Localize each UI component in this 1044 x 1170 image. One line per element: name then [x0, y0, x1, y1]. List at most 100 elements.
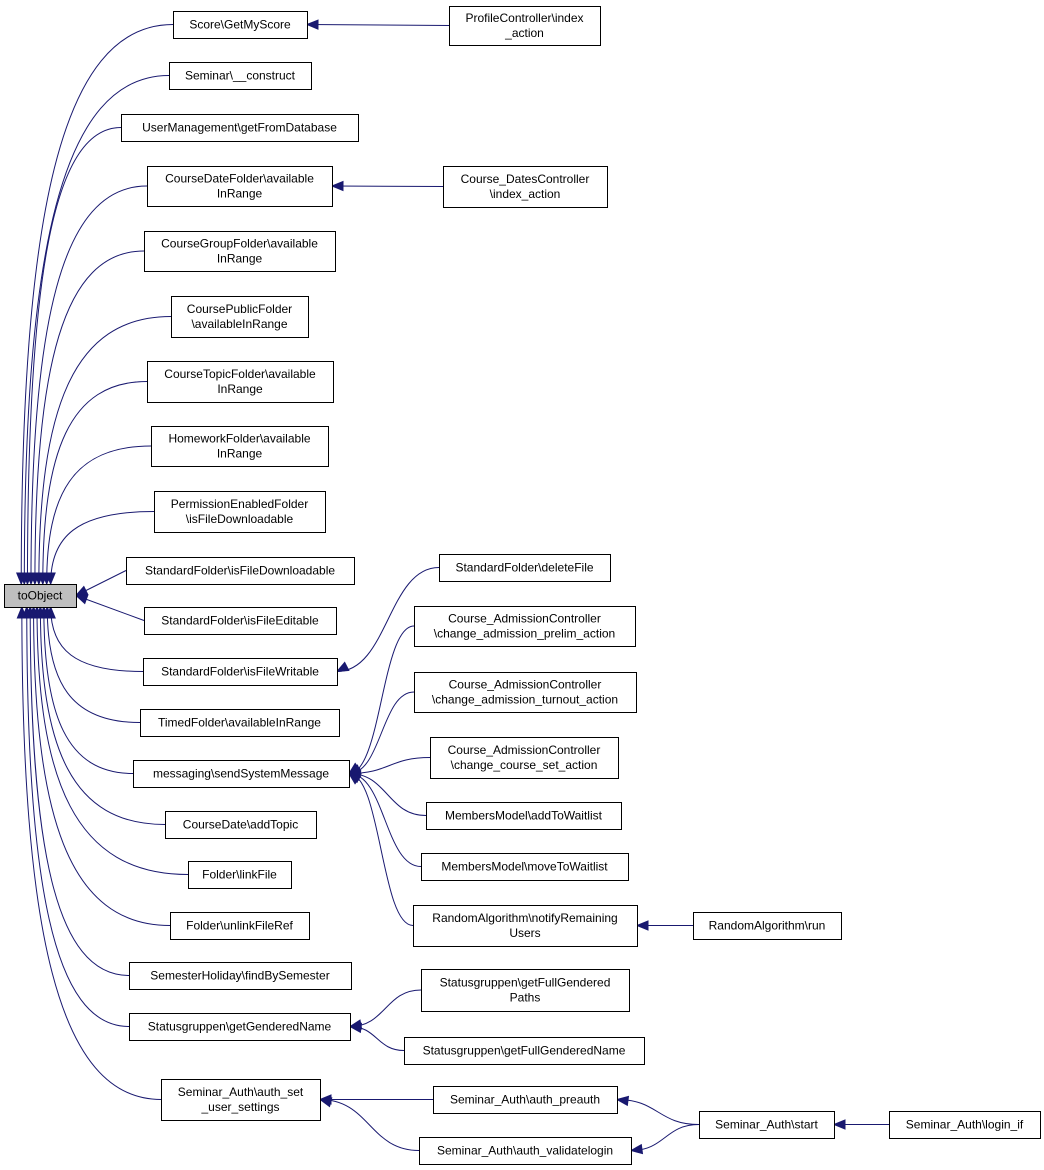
node-label-line: CourseDate\addTopic	[183, 818, 298, 832]
node-loginIf[interactable]: Seminar_Auth\login_if	[889, 1111, 1041, 1139]
edge-courseDateFolder-to-toObject	[25, 185, 148, 586]
node-label-line: Course_AdmissionController	[448, 743, 601, 757]
node-courseGroupFolder[interactable]: CourseGroupFolder\availableInRange	[144, 231, 336, 272]
node-toObject[interactable]: toObject	[4, 584, 77, 608]
node-label-line: StandardFolder\deleteFile	[455, 561, 593, 575]
node-label-line: \availableInRange	[191, 317, 287, 331]
node-statusGendered[interactable]: Statusgruppen\getGenderedName	[129, 1013, 351, 1041]
node-label-line: Statusgruppen\getFullGendered	[440, 976, 611, 990]
node-label-line: CourseDateFolder\available	[165, 172, 314, 186]
node-label-line: InRange	[217, 382, 263, 396]
node-label-line: UserManagement\getFromDatabase	[142, 121, 337, 135]
edge-profileIndex-to-getMyScore	[305, 19, 450, 30]
node-label-line: Seminar_Auth\login_if	[906, 1118, 1024, 1132]
edge-courseDatesCtrl-to-courseDateFolder	[330, 180, 444, 192]
node-label-line: \change_admission_turnout_action	[432, 693, 618, 707]
edge-authPreauth-to-authSetUser	[318, 1094, 433, 1105]
node-label-line: StandardFolder\isFileWritable	[161, 665, 319, 679]
edge-coursePublicFolder-to-toObject	[33, 316, 172, 586]
edge-seminarConstruct-to-toObject	[19, 75, 170, 586]
node-label-line: CoursePublicFolder	[187, 302, 292, 316]
node-membersAdd[interactable]: MembersModel\addToWaitlist	[426, 802, 622, 830]
node-label-line: StandardFolder\isFileDownloadable	[145, 564, 335, 578]
node-label-line: CourseGroupFolder\available	[161, 237, 318, 251]
node-label-line: _user_settings	[200, 1100, 279, 1114]
node-homeworkFolder[interactable]: HomeworkFolder\availableInRange	[151, 426, 329, 467]
node-label-line: ProfileController\index	[465, 11, 583, 25]
node-label-line: Folder\unlinkFileRef	[186, 919, 293, 933]
node-courseDatesCtrl[interactable]: Course_DatesController\index_action	[443, 166, 608, 208]
node-label-line: \isFileDownloadable	[186, 512, 294, 526]
edge-randomNotify-to-sendSystemMessage	[347, 772, 414, 926]
node-label-line: InRange	[217, 447, 263, 461]
node-admPrelim[interactable]: Course_AdmissionController\change_admiss…	[414, 606, 636, 647]
node-authSetUser[interactable]: Seminar_Auth\auth_set_user_settings	[161, 1079, 321, 1121]
node-label-line: InRange	[217, 252, 263, 266]
edge-authStart-to-authValidate	[629, 1124, 700, 1155]
node-admCourseSet[interactable]: Course_AdmissionController\change_course…	[430, 737, 619, 779]
node-randomRun[interactable]: RandomAlgorithm\run	[693, 912, 842, 940]
node-stdFolderWritable[interactable]: StandardFolder\isFileWritable	[143, 658, 338, 686]
edge-membersMove-to-sendSystemMessage	[347, 772, 422, 867]
node-statusFullName[interactable]: Statusgruppen\getFullGenderedName	[404, 1037, 645, 1065]
node-label-line: Course_AdmissionController	[449, 678, 602, 692]
edge-permEnabledFolder-to-toObject	[45, 511, 155, 586]
node-label-line: PermissionEnabledFolder	[171, 497, 308, 511]
node-stdFolderDelete[interactable]: StandardFolder\deleteFile	[439, 554, 611, 582]
node-profileIndex[interactable]: ProfileController\index_action	[449, 6, 601, 46]
node-courseDateFolder[interactable]: CourseDateFolder\availableInRange	[147, 166, 333, 207]
node-label-line: Course_DatesController	[461, 172, 590, 186]
edge-stdFolderDownloadable-to-toObject	[74, 570, 127, 597]
edge-stdFolderEditable-to-toObject	[74, 594, 145, 621]
edge-authValidate-to-authSetUser	[318, 1097, 420, 1151]
node-label-line: StandardFolder\isFileEditable	[161, 614, 319, 628]
edge-randomRun-to-randomNotify	[635, 920, 693, 931]
node-label-line: Users	[509, 926, 540, 940]
node-stdFolderDownloadable[interactable]: StandardFolder\isFileDownloadable	[126, 557, 355, 585]
node-folderUnlink[interactable]: Folder\unlinkFileRef	[170, 912, 310, 940]
edge-membersAdd-to-sendSystemMessage	[347, 770, 427, 816]
node-timedFolder[interactable]: TimedFolder\availableInRange	[140, 709, 340, 737]
node-admTurnout[interactable]: Course_AdmissionController\change_admiss…	[414, 672, 637, 713]
edge-sendSystemMessage-to-toObject	[38, 605, 134, 774]
edge-courseTopicFolder-to-toObject	[37, 381, 148, 586]
node-label-line: \index_action	[490, 187, 561, 201]
node-label-line: toObject	[18, 589, 63, 603]
edge-getMyScore-to-toObject	[15, 24, 174, 586]
call-edges	[15, 19, 889, 1155]
edge-stdFolderWritable-to-toObject	[45, 605, 144, 672]
node-userMgmt[interactable]: UserManagement\getFromDatabase	[121, 114, 359, 142]
node-label-line: InRange	[217, 187, 263, 201]
node-seminarConstruct[interactable]: Seminar\__construct	[169, 62, 312, 90]
node-label-line: Folder\linkFile	[202, 868, 277, 882]
call-nodes: toObject Score\GetMyScore ProfileControlle…	[4, 6, 1041, 1165]
node-sendSystemMessage[interactable]: messaging\sendSystemMessage	[133, 760, 350, 788]
node-label-line: \change_course_set_action	[451, 758, 598, 772]
node-label-line: TimedFolder\availableInRange	[158, 716, 321, 730]
node-authStart[interactable]: Seminar_Auth\start	[699, 1111, 835, 1139]
node-label-line: Seminar_Auth\auth_preauth	[450, 1093, 600, 1107]
node-label-line: MembersModel\addToWaitlist	[445, 809, 603, 823]
node-stdFolderEditable[interactable]: StandardFolder\isFileEditable	[144, 607, 337, 635]
node-coursePublicFolder[interactable]: CoursePublicFolder\availableInRange	[171, 296, 309, 338]
node-getMyScore[interactable]: Score\GetMyScore	[173, 11, 308, 39]
node-label-line: Score\GetMyScore	[189, 18, 291, 32]
node-label-line: SemesterHoliday\findBySemester	[150, 969, 329, 983]
node-courseDateTopic[interactable]: CourseDate\addTopic	[165, 811, 317, 839]
node-courseTopicFolder[interactable]: CourseTopicFolder\availableInRange	[147, 361, 334, 403]
node-label-line: messaging\sendSystemMessage	[153, 767, 329, 781]
node-label-line: RandomAlgorithm\notifyRemaining	[432, 911, 617, 925]
node-label-line: Seminar_Auth\auth_validatelogin	[437, 1144, 613, 1158]
node-permEnabledFolder[interactable]: PermissionEnabledFolder\isFileDownloadab…	[154, 491, 326, 533]
node-authValidate[interactable]: Seminar_Auth\auth_validatelogin	[419, 1137, 632, 1165]
node-authPreauth[interactable]: Seminar_Auth\auth_preauth	[433, 1086, 618, 1114]
node-label-line: HomeworkFolder\available	[168, 432, 310, 446]
node-semesterHoliday[interactable]: SemesterHoliday\findBySemester	[129, 962, 352, 990]
edge-courseGroupFolder-to-toObject	[29, 250, 145, 586]
node-label-line: MembersModel\moveToWaitlist	[441, 860, 608, 874]
node-label-line: Seminar_Auth\auth_set	[178, 1085, 304, 1099]
node-membersMove[interactable]: MembersModel\moveToWaitlist	[421, 853, 629, 881]
node-folderLink[interactable]: Folder\linkFile	[188, 861, 292, 889]
